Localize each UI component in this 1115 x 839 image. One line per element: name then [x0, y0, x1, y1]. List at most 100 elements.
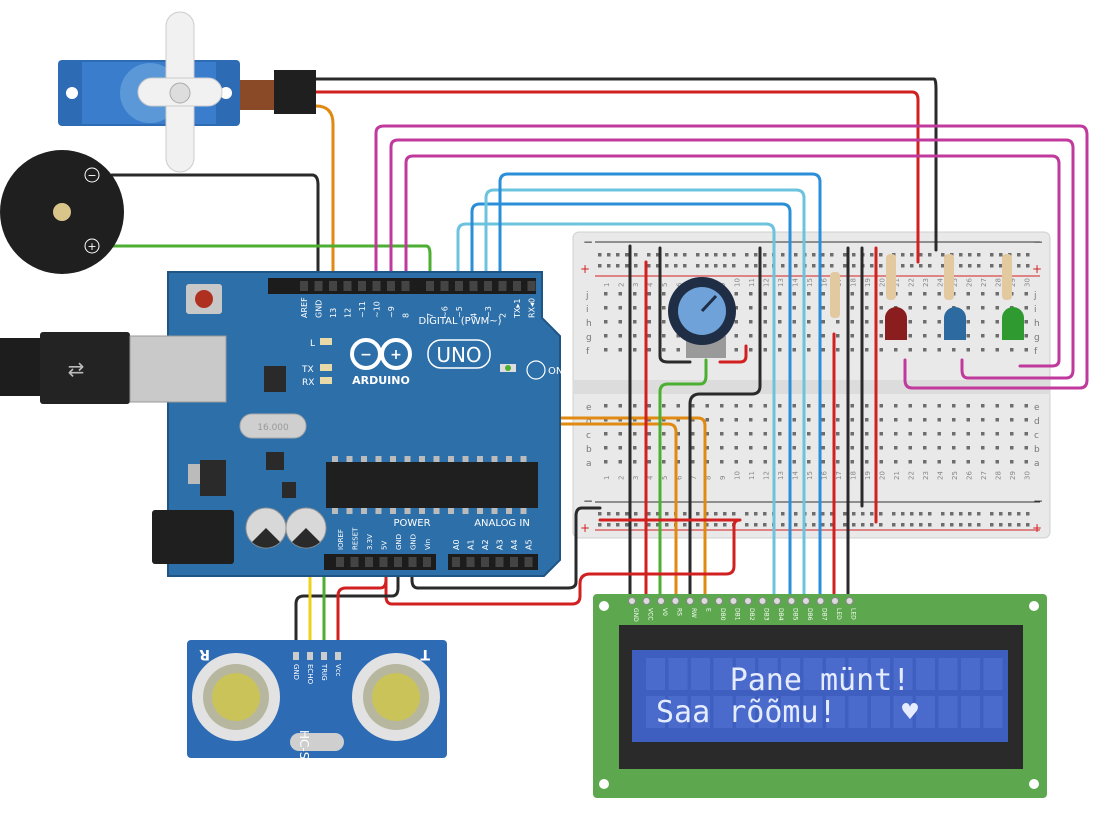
bb-col-number: 11 — [748, 278, 756, 287]
servo-connector — [274, 70, 316, 114]
bb-col-number: 19 — [864, 471, 872, 480]
wire-lightblue-2 — [484, 188, 806, 602]
bb-col-number: 14 — [792, 471, 800, 480]
bb-col-number: 18 — [850, 471, 858, 480]
bb-row-letter: b — [586, 445, 592, 455]
resistor-1 — [830, 272, 840, 318]
bb-col-number: 20 — [879, 278, 887, 287]
usb-cable — [0, 338, 40, 396]
atmega-chip — [326, 462, 538, 508]
bb-col-number: 18 — [850, 278, 858, 287]
wire-sensor-vcc — [336, 578, 388, 642]
bb-col-number: 21 — [893, 278, 901, 287]
bb-row-letter: e — [586, 403, 592, 413]
power-pin-label: GND — [410, 534, 418, 550]
bb-col-number: 21 — [893, 471, 901, 480]
wire-magenta-2 — [389, 138, 1075, 380]
power-pin-label: 5V — [381, 541, 389, 550]
digital-pin-label: 8 — [402, 313, 411, 318]
sensor-t-mark: T — [420, 646, 430, 662]
lcd-pin-label: DB4 — [777, 608, 784, 621]
digital-pin-label: ~9 — [387, 306, 396, 318]
bb-col-number: 12 — [763, 278, 771, 287]
digital-pin-label: 13 — [329, 308, 338, 318]
bb-col-number: 22 — [908, 471, 916, 480]
wire-green-v0 — [658, 358, 708, 602]
sensor-r-mark: R — [199, 646, 210, 662]
bb-row-letter: d — [586, 417, 592, 427]
voltage-regulator — [200, 460, 226, 496]
analog-pin-label: A5 — [525, 539, 534, 550]
bb-col-number: 27 — [980, 278, 988, 287]
lcd-pin-label: DB6 — [806, 608, 813, 621]
led-tx-label: TX — [301, 365, 314, 375]
bb-col-number: 26 — [966, 278, 974, 287]
usb-port — [129, 335, 227, 403]
analog-pin-label: A4 — [510, 539, 519, 550]
analog-pin-label: A0 — [452, 539, 461, 550]
bb-col-number: 7 — [690, 476, 698, 480]
bb-col-number: 9 — [719, 476, 727, 480]
power-label: POWER — [393, 518, 430, 529]
bb-col-number: 16 — [821, 471, 829, 480]
bb-row-letter: g — [1034, 333, 1040, 343]
wire-blue-2 — [498, 172, 822, 602]
bb-row-letter: c — [1034, 431, 1039, 441]
bb-row-letter: b — [1034, 445, 1040, 455]
bb-col-number: 5 — [661, 283, 669, 287]
bb-col-number: 12 — [763, 471, 771, 480]
bb-col-number: 4 — [647, 475, 655, 480]
analog-pin-label: A3 — [496, 539, 505, 550]
usb-chip — [264, 366, 286, 392]
bb-col-number: 5 — [661, 476, 669, 480]
bb-row-letter: g — [586, 333, 592, 343]
bb-col-number: 15 — [806, 278, 814, 287]
wire-red-5v — [384, 554, 592, 606]
wire-gnd-rail — [410, 506, 602, 590]
bb-col-number: 13 — [777, 471, 785, 480]
bb-row-letter: e — [1034, 403, 1040, 413]
led-rx-label: RX — [302, 378, 314, 388]
bb-col-number: 6 — [676, 282, 684, 287]
on-label: ON — [548, 366, 563, 377]
bb-row-letter: i — [586, 305, 589, 315]
power-pin-label: GND — [395, 534, 403, 550]
arduino-model: UNO — [436, 343, 481, 367]
bb-row-letter: c — [586, 431, 591, 441]
bb-col-number: 29 — [1009, 278, 1017, 287]
bb-col-number: 6 — [676, 475, 684, 480]
digital-pin-label: ~11 — [358, 301, 367, 318]
power-pin-label: Vin — [424, 539, 432, 550]
digital-pin-label: 7 — [426, 313, 435, 318]
rail-minus-bottom-right: − — [1033, 494, 1043, 508]
bb-col-number: 13 — [777, 278, 785, 287]
bb-col-number: 16 — [821, 278, 829, 287]
bb-col-number: 30 — [1024, 278, 1032, 287]
digital-pin-label: 4 — [470, 313, 479, 318]
servo-motor — [58, 11, 316, 173]
resistor-2 — [886, 254, 896, 300]
leds — [885, 307, 1024, 340]
bb-col-number: 1 — [603, 283, 611, 287]
wire-pot-red — [718, 344, 748, 364]
lcd-pin-label: LED — [850, 608, 857, 620]
bb-col-number: 4 — [647, 282, 655, 287]
bb-col-number: 25 — [951, 278, 959, 287]
rail-plus-bottom-right: + — [1032, 521, 1042, 535]
bb-col-number: 24 — [937, 278, 945, 287]
bb-row-letter: j — [585, 291, 589, 301]
piezo-buzzer: − + — [0, 150, 124, 274]
lcd-line-2: Saa rõõmu! — [656, 695, 837, 730]
digital-pin-label: ~5 — [455, 306, 464, 318]
sensor-pin-label: GND — [292, 664, 300, 680]
sensor-model: HC-SR04 — [297, 730, 311, 783]
resistors — [830, 254, 1012, 318]
sensor-pin-label: TRIG — [320, 663, 328, 681]
bb-col-number: 3 — [632, 283, 640, 287]
digital-pin-label: 12 — [344, 308, 353, 318]
wire-sensor-gnd — [294, 554, 400, 642]
buzzer-minus: − — [87, 169, 96, 182]
